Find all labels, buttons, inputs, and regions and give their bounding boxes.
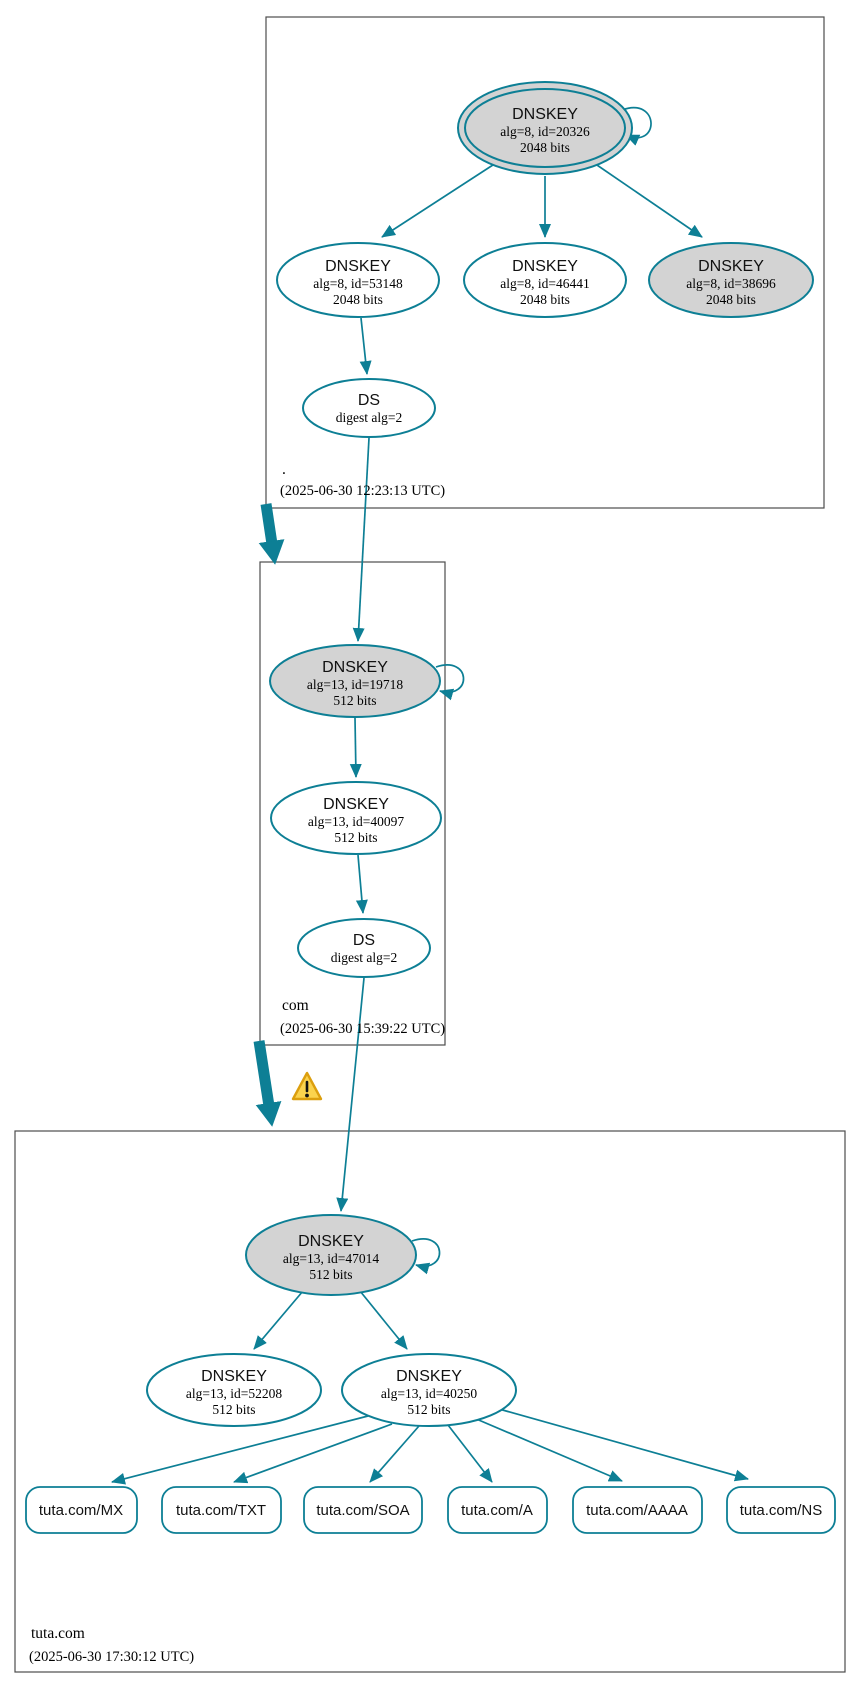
rrset-node-ns[interactable]: tuta.com/NS xyxy=(726,1486,836,1534)
svg-text:alg=13, id=47014: alg=13, id=47014 xyxy=(283,1251,379,1266)
dnskey-node-20326[interactable]: DNSKEY alg=8, id=20326 2048 bits xyxy=(457,81,633,175)
svg-text:alg=8, id=53148: alg=8, id=53148 xyxy=(313,276,403,291)
svg-text:digest alg=2: digest alg=2 xyxy=(336,410,402,425)
svg-text:512 bits: 512 bits xyxy=(333,693,376,708)
zone-label-tuta-com: tuta.com xyxy=(31,1625,85,1642)
svg-text:alg=13, id=40097: alg=13, id=40097 xyxy=(308,814,404,829)
edge-zsk40097-to-ds xyxy=(355,854,368,914)
svg-text:tuta.com/NS: tuta.com/NS xyxy=(740,1502,823,1519)
ds-node-root[interactable]: DS digest alg=2 xyxy=(302,378,436,438)
rrset-node-a[interactable]: tuta.com/A xyxy=(447,1486,548,1534)
dnskey-node-40250[interactable]: DNSKEY alg=13, id=40250 512 bits xyxy=(341,1353,517,1427)
svg-text:alg=8, id=46441: alg=8, id=46441 xyxy=(500,276,589,291)
dnskey-node-46441[interactable]: DNSKEY alg=8, id=46441 2048 bits xyxy=(463,242,627,318)
svg-text:digest alg=2: digest alg=2 xyxy=(331,950,397,965)
edge-zsk40250-to-mx xyxy=(111,1415,369,1485)
svg-text:tuta.com/TXT: tuta.com/TXT xyxy=(176,1502,266,1519)
svg-text:DNSKEY: DNSKEY xyxy=(322,659,388,676)
delegation-arrow-root-to-com xyxy=(258,503,285,565)
warning-icon[interactable] xyxy=(291,1071,323,1101)
svg-text:alg=8, id=20326: alg=8, id=20326 xyxy=(500,124,590,139)
svg-text:2048 bits: 2048 bits xyxy=(333,292,383,307)
svg-text:DNSKEY: DNSKEY xyxy=(298,1233,364,1250)
edge-self-loop-19718 xyxy=(435,664,465,701)
svg-text:alg=13, id=52208: alg=13, id=52208 xyxy=(186,1386,282,1401)
edge-ksk20326-to-zsk53148 xyxy=(381,162,497,238)
edge-zsk40250-to-txt xyxy=(233,1423,393,1484)
svg-text:alg=13, id=19718: alg=13, id=19718 xyxy=(307,677,403,692)
edge-self-loop-47014 xyxy=(411,1238,441,1275)
edge-zsk53148-to-ds xyxy=(359,317,372,375)
svg-text:DNSKEY: DNSKEY xyxy=(512,106,578,123)
svg-text:tuta.com/SOA: tuta.com/SOA xyxy=(316,1502,409,1519)
edge-ksk20326-to-ksk38696 xyxy=(593,162,703,238)
rrset-node-soa[interactable]: tuta.com/SOA xyxy=(303,1486,423,1534)
svg-text:2048 bits: 2048 bits xyxy=(520,292,570,307)
edge-zsk40250-to-soa xyxy=(369,1425,420,1483)
dnskey-node-40097[interactable]: DNSKEY alg=13, id=40097 512 bits xyxy=(270,781,442,855)
rrset-node-aaaa[interactable]: tuta.com/AAAA xyxy=(572,1486,703,1534)
svg-text:512 bits: 512 bits xyxy=(309,1267,352,1282)
svg-text:DNSKEY: DNSKEY xyxy=(396,1368,462,1385)
svg-text:DNSKEY: DNSKEY xyxy=(325,258,391,275)
svg-text:DS: DS xyxy=(353,932,375,949)
zone-label-com: com xyxy=(282,997,309,1014)
svg-text:512 bits: 512 bits xyxy=(212,1402,255,1417)
dnskey-node-52208[interactable]: DNSKEY alg=13, id=52208 512 bits xyxy=(146,1353,322,1427)
svg-text:alg=8, id=38696: alg=8, id=38696 xyxy=(686,276,776,291)
svg-text:DNSKEY: DNSKEY xyxy=(323,796,389,813)
svg-text:tuta.com/A: tuta.com/A xyxy=(461,1502,533,1519)
edge-self-loop-20326 xyxy=(621,106,652,146)
svg-text:2048 bits: 2048 bits xyxy=(706,292,756,307)
svg-text:tuta.com/MX: tuta.com/MX xyxy=(39,1502,123,1519)
svg-text:DNSKEY: DNSKEY xyxy=(512,258,578,275)
rrset-node-txt[interactable]: tuta.com/TXT xyxy=(161,1486,282,1534)
zone-timestamp-com: (2025-06-30 15:39:22 UTC) xyxy=(280,1021,445,1037)
zone-label-root: . xyxy=(282,461,286,478)
svg-text:2048 bits: 2048 bits xyxy=(520,140,570,155)
delegation-arrow-com-to-tuta-com xyxy=(253,1040,282,1127)
dnskey-node-38696[interactable]: DNSKEY alg=8, id=38696 2048 bits xyxy=(648,242,814,318)
edge-ksk19718-to-zsk40097 xyxy=(349,717,362,778)
dnskey-node-53148[interactable]: DNSKEY alg=8, id=53148 2048 bits xyxy=(276,242,440,318)
svg-text:512 bits: 512 bits xyxy=(334,830,377,845)
svg-text:DNSKEY: DNSKEY xyxy=(201,1368,267,1385)
rrset-node-mx[interactable]: tuta.com/MX xyxy=(25,1486,138,1534)
edge-zsk40250-to-a xyxy=(447,1424,493,1483)
ds-node-com[interactable]: DS digest alg=2 xyxy=(297,918,431,978)
edge-zsk40250-to-ns xyxy=(498,1408,749,1482)
svg-text:alg=13, id=40250: alg=13, id=40250 xyxy=(381,1386,477,1401)
svg-text:DS: DS xyxy=(358,392,380,409)
svg-text:DNSKEY: DNSKEY xyxy=(698,258,764,275)
edge-ksk47014-to-zsk52208 xyxy=(253,1290,304,1350)
edge-comds-to-tuta-ksk xyxy=(336,977,365,1212)
dnskey-node-19718[interactable]: DNSKEY alg=13, id=19718 512 bits xyxy=(269,644,441,718)
zone-timestamp-root: (2025-06-30 12:23:13 UTC) xyxy=(280,483,445,499)
svg-text:tuta.com/AAAA: tuta.com/AAAA xyxy=(586,1502,688,1519)
zone-timestamp-tuta-com: (2025-06-30 17:30:12 UTC) xyxy=(29,1649,194,1665)
edge-rootds-to-com-ksk xyxy=(352,437,370,642)
dnskey-node-47014[interactable]: DNSKEY alg=13, id=47014 512 bits xyxy=(245,1214,417,1296)
svg-text:512 bits: 512 bits xyxy=(407,1402,450,1417)
edge-ksk47014-to-zsk40250 xyxy=(359,1290,408,1350)
edge-zsk40250-to-aaaa xyxy=(473,1417,623,1482)
